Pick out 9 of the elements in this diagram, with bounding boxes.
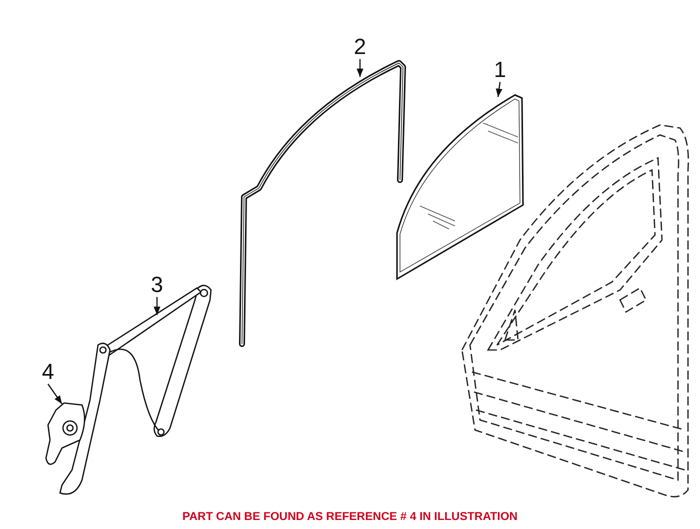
callout-number: 3 bbox=[147, 274, 167, 296]
caption-note: PART CAN BE FOUND AS REFERENCE # 4 IN ILLUSTRATION bbox=[181, 511, 519, 523]
callout-number: 1 bbox=[490, 59, 510, 81]
leader-arrow bbox=[154, 297, 160, 315]
callout-number: 4 bbox=[38, 361, 58, 383]
leader-arrow bbox=[48, 384, 62, 404]
leader-arrow bbox=[356, 59, 364, 77]
callout-number: 2 bbox=[350, 36, 370, 58]
leader-arrow bbox=[496, 82, 502, 98]
